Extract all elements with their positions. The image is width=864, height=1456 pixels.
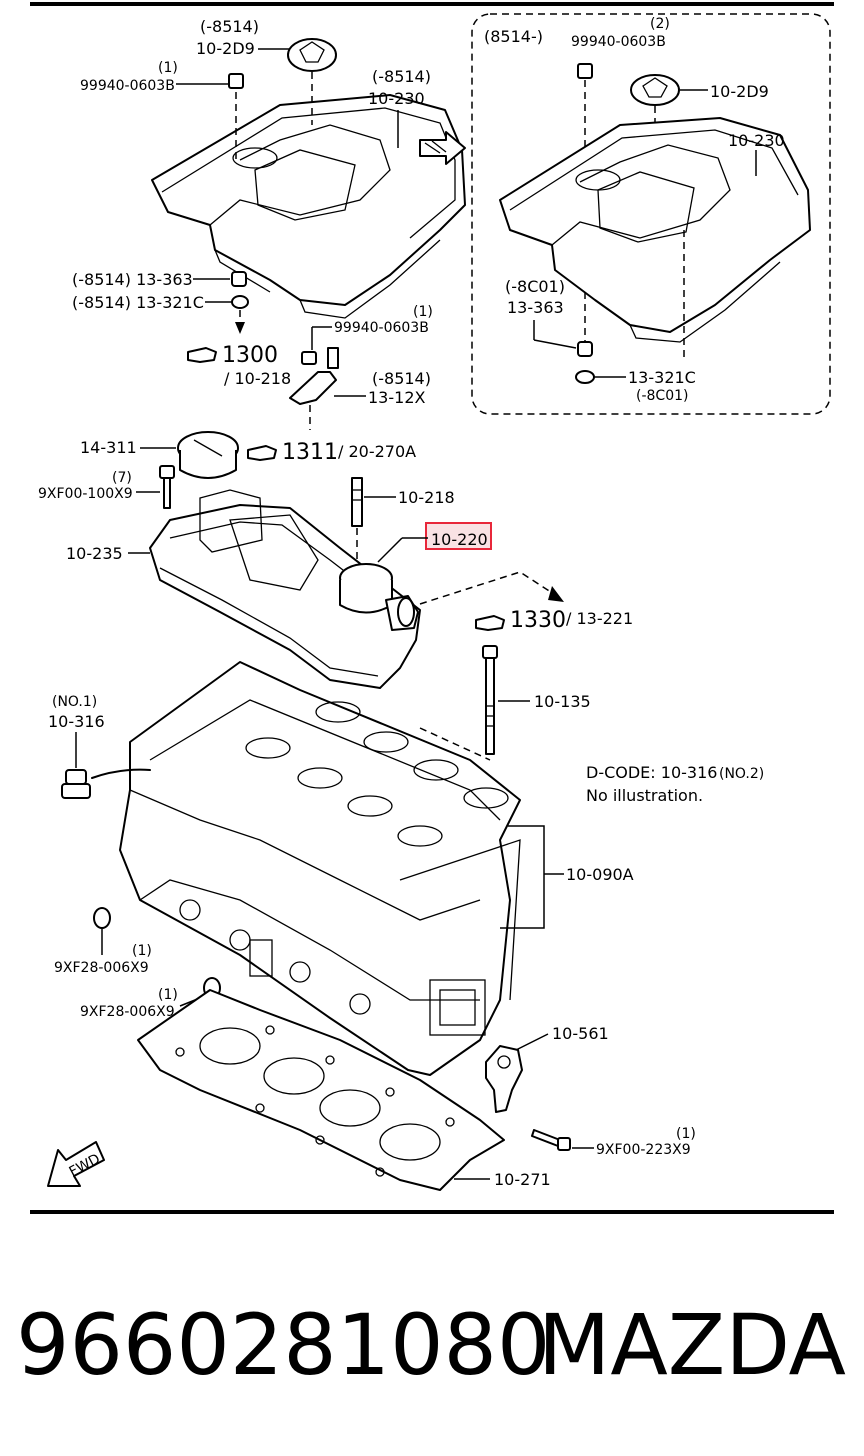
label-cap-part: 10-2D9	[196, 39, 255, 58]
hollow-arrow-icon	[419, 131, 466, 165]
label-bracket-part: 13-12X	[368, 388, 425, 407]
label-head-bolt: 10-135	[534, 692, 591, 711]
ref-1311-sub: / 20-270A	[338, 442, 416, 461]
label-head: 10-090A	[566, 865, 634, 884]
label-seal-a: 9XF28-006X9	[54, 960, 149, 976]
stud-10-218[interactable]	[351, 477, 363, 560]
label-plug: 10-316	[48, 712, 105, 731]
label-seal-b: 9XF28-006X9	[80, 1004, 175, 1020]
label-insert-insulator-part: 13-321C	[628, 368, 696, 387]
oil-filler-cap[interactable]	[177, 431, 239, 479]
label-cap-prefix: (-8514)	[200, 17, 259, 36]
hand-pointer-icon	[475, 615, 505, 631]
part-number: 9660281080	[16, 1296, 551, 1394]
label-hanger-bolt: 9XF00-223X9	[596, 1142, 691, 1158]
bracket-13-12x[interactable]	[289, 347, 339, 430]
seal-9xf28-a[interactable]	[93, 907, 111, 929]
hand-pointer-icon	[187, 347, 217, 363]
label-cover-part: 10-230	[368, 89, 425, 108]
dcode-line1-suffix: (NO.2)	[719, 766, 764, 782]
pcv-highlight[interactable]: 10-220	[425, 522, 492, 550]
engine-cover-left[interactable]	[151, 94, 466, 319]
head-bolt[interactable]	[482, 645, 498, 755]
insert-box-header: (8514-)	[484, 27, 543, 46]
cover-cap-left[interactable]	[287, 38, 337, 125]
label-gasket: 10-271	[494, 1170, 551, 1189]
parts-diagram: (-8514) 10-2D9 (1) 99940-0603B (-8514) 1…	[30, 2, 834, 1214]
label-cover-bolt-part: 9XF00-100X9	[38, 486, 133, 502]
label-stud: 10-218	[398, 488, 455, 507]
cylinder-head[interactable]	[119, 661, 521, 1076]
hanger-bolt[interactable]	[531, 1129, 571, 1151]
plug-10-316[interactable]	[61, 768, 151, 799]
label-hanger-bolt-qty: (1)	[676, 1126, 696, 1142]
ref-1311-number: 1311	[282, 440, 338, 465]
label-insert-grommet-part: 13-363	[507, 298, 564, 317]
dcode-line2: No illustration.	[586, 786, 703, 805]
label-insert-bolt-qty: (2)	[650, 16, 670, 32]
insert-box	[471, 13, 831, 415]
label-plug-qty: (NO.1)	[52, 694, 97, 710]
label-bracket-bolt-part: 99940-0603B	[334, 320, 429, 336]
label-seal-a-qty: (1)	[132, 943, 152, 959]
engine-hanger[interactable]	[485, 1045, 523, 1113]
label-cover-prefix: (-8514)	[372, 67, 431, 86]
label-bracket-prefix: (-8514)	[372, 369, 431, 388]
label-insert-grommet-prefix: (-8C01)	[505, 277, 565, 296]
footer: 9660281080 MAZDA	[0, 1290, 864, 1410]
dcode-line1: D-CODE: 10-316	[586, 763, 717, 782]
ref-1330[interactable]: 1330	[475, 608, 566, 633]
insulator-left[interactable]	[231, 295, 249, 309]
label-bolt-top-part: 99940-0603B	[80, 78, 175, 94]
label-oil-cap: 14-311	[80, 438, 137, 457]
label-valve-cover: 10-235	[66, 544, 123, 563]
label-hanger: 10-561	[552, 1024, 609, 1043]
brand-name: MAZDA	[537, 1296, 846, 1394]
label-pcv: 10-220	[431, 530, 488, 549]
cover-bolt-left[interactable]	[228, 73, 244, 160]
fwd-arrow-icon: FWD	[47, 1141, 105, 1187]
label-insert-cover-part: 10-230	[728, 131, 785, 150]
insert-insulator[interactable]	[575, 370, 595, 384]
ref-1300[interactable]: 1300	[187, 343, 278, 368]
grommet-left[interactable]	[231, 271, 247, 287]
ref-1311[interactable]: 1311	[247, 440, 338, 465]
label-cover-bolt-qty: (7)	[112, 470, 132, 486]
label-insert-bolt-part: 99940-0603B	[571, 34, 666, 50]
label-insert-cap-part: 10-2D9	[710, 82, 769, 101]
label-insulator-left: (-8514) 13-321C	[72, 293, 204, 312]
ref-1330-number: 1330	[510, 608, 566, 633]
ref-1330-sub: / 13-221	[566, 609, 633, 628]
label-seal-b-qty: (1)	[158, 987, 178, 1003]
hand-pointer-icon	[247, 445, 277, 461]
ref-1300-number: 1300	[222, 343, 278, 368]
valve-cover-bolt[interactable]	[159, 465, 175, 509]
label-bolt-top-qty: (1)	[158, 60, 178, 76]
insert-engine-cover[interactable]	[499, 117, 811, 343]
label-bracket-bolt-qty: (1)	[413, 304, 433, 320]
pcv-valve[interactable]	[339, 563, 419, 631]
label-grommet-left: (-8514) 13-363	[72, 270, 193, 289]
head-gasket[interactable]	[137, 989, 505, 1191]
insert-grommet[interactable]	[577, 341, 593, 357]
label-insert-insulator-suffix: (-8C01)	[636, 388, 688, 404]
ref-1300-sub: / 10-218	[224, 369, 291, 388]
insert-bolt[interactable]	[577, 63, 593, 190]
